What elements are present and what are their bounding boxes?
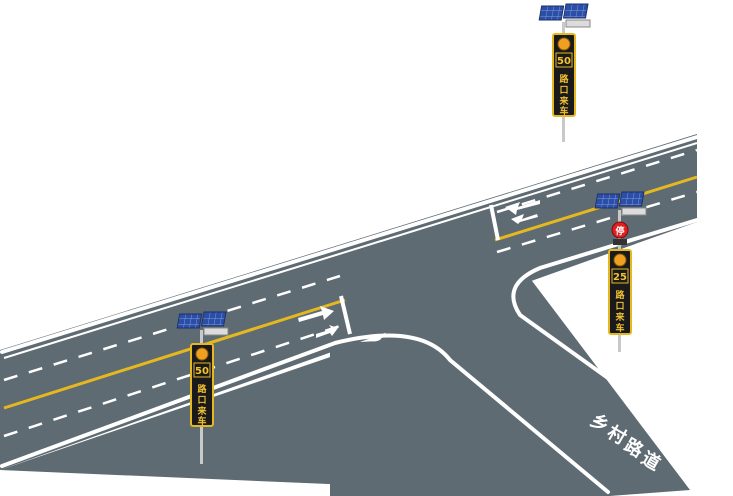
sign-line-2: 口 bbox=[559, 85, 568, 96]
solar-panel-right bbox=[562, 3, 589, 19]
solar-panel-left bbox=[538, 5, 565, 21]
main-road-top-inner bbox=[3, 142, 698, 359]
warning-sign-left: 50 路 口 来 车 bbox=[176, 311, 229, 464]
warning-sign-top: 50 路 口 来 车 bbox=[538, 3, 591, 142]
main-road-bottom-left-edge bbox=[0, 333, 610, 494]
sign-line-4: 车 bbox=[197, 415, 206, 427]
solar-panel-right bbox=[200, 311, 227, 327]
warning-sign-right: 停 25 路 口 来 车 bbox=[594, 191, 647, 352]
speed-box bbox=[555, 52, 573, 68]
amber-light bbox=[557, 37, 571, 51]
stop-light bbox=[611, 221, 629, 239]
sign-line-3: 来 bbox=[196, 405, 207, 417]
sign-line-1: 路 bbox=[559, 73, 569, 85]
main-road-top-edge bbox=[0, 135, 699, 354]
amber-light bbox=[613, 253, 627, 267]
stop-lines bbox=[339, 204, 500, 335]
speed-text: 50 bbox=[557, 56, 571, 67]
arrow-right-lower bbox=[316, 325, 338, 338]
amber-light bbox=[195, 347, 209, 361]
sign-line-2: 口 bbox=[615, 301, 624, 312]
controller-box bbox=[621, 207, 647, 216]
arrow-right-upper bbox=[298, 306, 334, 322]
sign-line-4: 车 bbox=[615, 322, 624, 334]
solar-panel-right bbox=[618, 191, 645, 207]
speed-box bbox=[193, 362, 211, 378]
stop-light-base bbox=[613, 239, 627, 245]
controller-box bbox=[203, 327, 229, 336]
sign-line-3: 来 bbox=[614, 311, 625, 323]
inner-edge-lines bbox=[3, 142, 698, 359]
controller-box bbox=[565, 19, 591, 28]
speed-text: 50 bbox=[195, 366, 209, 377]
sign-line-1: 路 bbox=[615, 289, 625, 301]
speed-text: 25 bbox=[613, 272, 627, 283]
road-surface bbox=[0, 134, 697, 496]
sign-line-4: 车 bbox=[559, 105, 568, 117]
arrow-left-upper bbox=[505, 200, 540, 215]
solar-panel-left bbox=[176, 313, 203, 329]
lane-arrows bbox=[298, 200, 540, 338]
sign-line-1: 路 bbox=[197, 383, 207, 395]
main-road-asphalt bbox=[0, 134, 697, 470]
lane-dashes bbox=[3, 148, 698, 438]
left-corner-fill bbox=[330, 341, 610, 496]
right-lane-dash-lower bbox=[496, 190, 698, 254]
left-lane-dash-upper bbox=[3, 274, 341, 382]
stop-light-char: 停 bbox=[615, 225, 624, 237]
sign-line-3: 来 bbox=[558, 95, 569, 107]
speed-box bbox=[611, 268, 629, 284]
left-lane-dash-lower bbox=[3, 324, 341, 438]
right-stop-line bbox=[489, 204, 500, 241]
arrow-left-lower bbox=[511, 214, 538, 224]
right-lane-dash-upper bbox=[496, 148, 698, 214]
sign-line-2: 口 bbox=[197, 395, 206, 406]
edge-lines bbox=[0, 135, 730, 494]
left-stop-line bbox=[339, 295, 352, 335]
right-corner-edge bbox=[511, 218, 730, 466]
solar-panel-left bbox=[594, 193, 621, 209]
